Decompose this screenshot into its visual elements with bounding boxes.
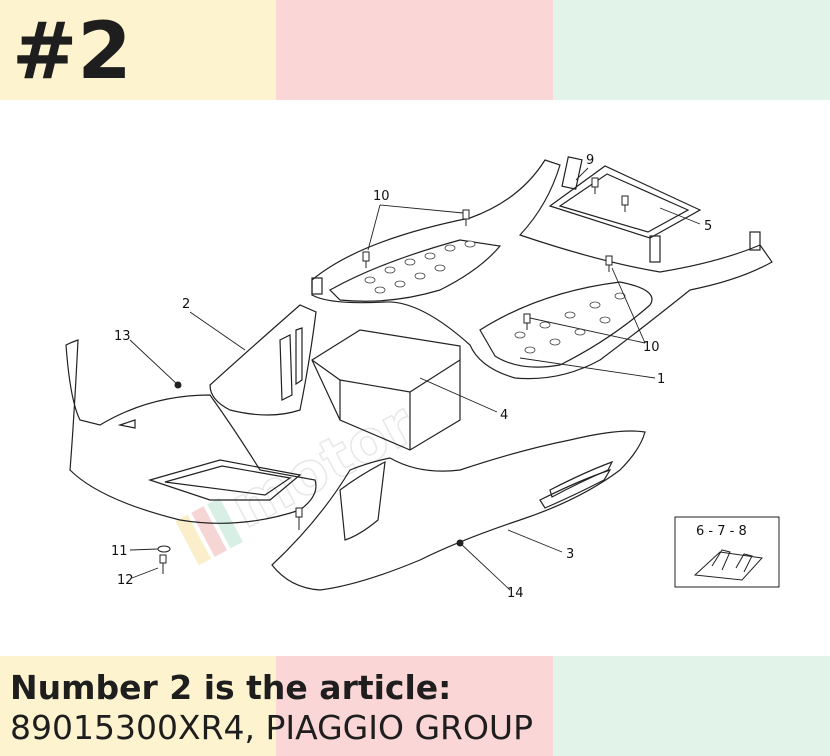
page-title: #2 xyxy=(12,7,132,97)
inset-detail-box: 6 - 7 - 8 xyxy=(674,516,780,588)
header-color-band xyxy=(0,0,830,100)
callout-11: 11 xyxy=(111,544,128,559)
part-side-panel xyxy=(271,430,646,591)
part-leg-shield xyxy=(209,304,317,416)
callout-2: 2 xyxy=(182,297,190,312)
callout-5: 5 xyxy=(704,219,712,234)
callout-13: 13 xyxy=(114,329,131,344)
exploded-parts-diagram: motor xyxy=(65,153,780,601)
callout-labels: 10 9 5 2 13 10 1 4 3 11 12 14 xyxy=(111,153,712,601)
callout-10-right: 10 xyxy=(643,340,660,355)
band-mint xyxy=(553,656,830,756)
caption-article-number: 89015300XR4, PIAGGIO GROUP xyxy=(10,708,533,747)
callout-1: 1 xyxy=(657,372,665,387)
leader-lines xyxy=(129,167,701,591)
callout-10-top: 10 xyxy=(373,189,390,204)
footer-color-band xyxy=(0,656,830,756)
callout-3: 3 xyxy=(566,547,574,562)
part-floorboard xyxy=(311,156,773,380)
band-yellow xyxy=(0,656,276,756)
band-pink xyxy=(276,0,553,100)
callout-12: 12 xyxy=(117,573,134,588)
inset-label: 6 - 7 - 8 xyxy=(696,524,747,539)
band-pink xyxy=(276,656,553,756)
callout-9: 9 xyxy=(586,153,594,168)
band-mint xyxy=(553,0,830,100)
callout-14: 14 xyxy=(507,586,524,601)
part-lower-front-panel xyxy=(65,339,317,524)
callout-4: 4 xyxy=(500,408,508,423)
caption-heading: Number 2 is the article: xyxy=(10,668,452,707)
watermark-logo: motor xyxy=(175,388,426,566)
part-cover-plate xyxy=(548,165,702,239)
band-yellow xyxy=(0,0,276,100)
part-storage-box xyxy=(311,329,461,451)
